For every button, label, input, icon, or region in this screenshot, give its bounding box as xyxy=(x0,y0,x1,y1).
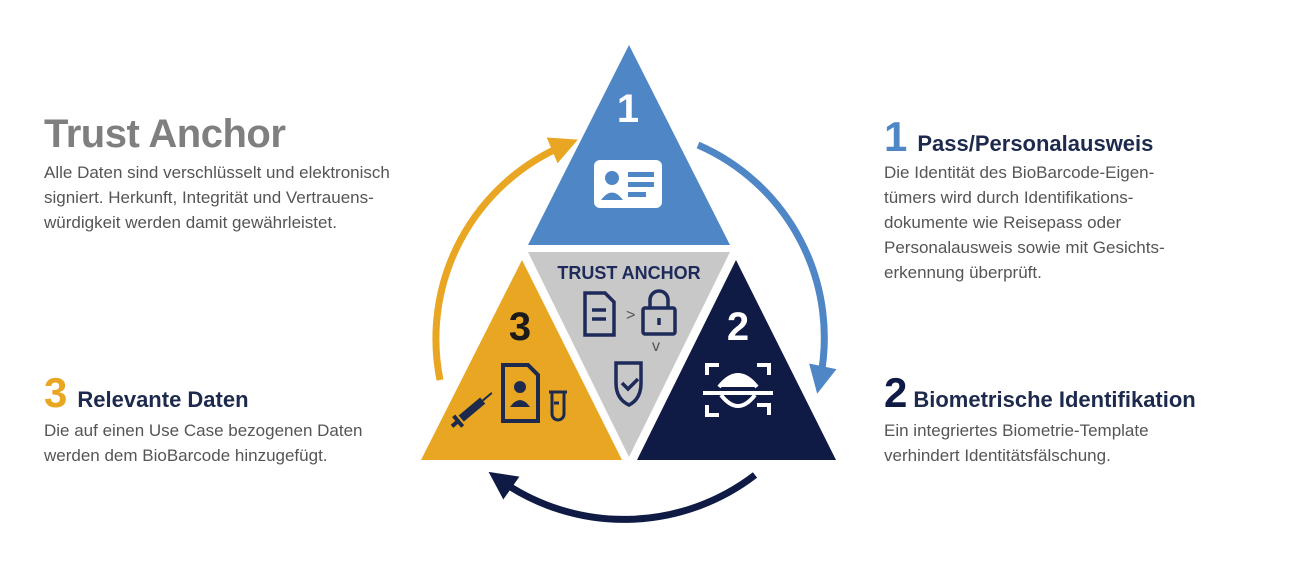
step1-line-2: tümers wird durch Identifikations- xyxy=(884,188,1134,207)
face-scan-icon xyxy=(703,363,773,417)
syringe-icon xyxy=(450,392,493,428)
step3-text: Die auf einen Use Case bezogenen Daten w… xyxy=(44,418,424,468)
step1-heading: 1 Pass/Personalausweis xyxy=(884,116,1284,158)
step1-line-3: dokumente wie Reisepass oder xyxy=(884,213,1122,232)
center-title: TRUST ANCHOR xyxy=(557,263,700,283)
shield-check-icon xyxy=(614,361,643,407)
trust-anchor-line-3: würdigkeit werden damit gewährleistet. xyxy=(44,213,337,232)
step1-title: Pass/Personalausweis xyxy=(917,131,1154,156)
step3-line-2: werden dem BioBarcode hinzugefügt. xyxy=(44,446,328,465)
step2-line-1: Ein integriertes Biometrie-Template xyxy=(884,421,1149,440)
step2-heading: 2 Biometrische Identifikation xyxy=(884,372,1284,414)
triangle-center xyxy=(528,252,730,457)
step2-title: Biometrische Identifikation xyxy=(913,387,1196,412)
step2-line-2: verhindert Identitätsfälschung. xyxy=(884,446,1111,465)
step1-line-1: Die Identität des BioBarcode-Eigen- xyxy=(884,163,1155,182)
arrow-down-glyph: v xyxy=(652,338,660,355)
step3-block: 3 Relevante Daten Die auf einen Use Case… xyxy=(44,372,424,468)
step1-line-4: Personalausweis sowie mit Gesichts- xyxy=(884,238,1165,257)
cycle-arrow-orange xyxy=(432,137,578,381)
trust-anchor-block: Trust Anchor Alle Daten sind verschlüsse… xyxy=(44,112,424,235)
document-icon xyxy=(583,291,616,337)
test-tube-icon xyxy=(549,390,567,422)
step1-line-5: erkennung überprüft. xyxy=(884,263,1042,282)
trust-anchor-line-1: Alle Daten sind verschlüsselt und elektr… xyxy=(44,163,390,182)
step3-line-1: Die auf einen Use Case bezogenen Daten xyxy=(44,421,363,440)
trust-anchor-line-2: signiert. Herkunft, Integrität und Vertr… xyxy=(44,188,374,207)
step2-block: 2 Biometrische Identifikation Ein integr… xyxy=(884,372,1284,468)
triangle-right xyxy=(637,260,836,460)
triangle-right-number: 2 xyxy=(727,305,749,349)
step2-number: 2 xyxy=(884,369,908,416)
step3-number: 3 xyxy=(44,369,68,416)
triangle-top xyxy=(528,45,730,245)
step3-heading: 3 Relevante Daten xyxy=(44,372,424,414)
step1-text: Die Identität des BioBarcode-Eigen- tüme… xyxy=(884,160,1284,285)
trust-anchor-diagram: 1 2 3 TRUST ANCHOR xyxy=(421,45,837,523)
step1-number: 1 xyxy=(884,113,908,160)
patient-document-icon xyxy=(501,363,540,423)
cycle-arrow-blue xyxy=(696,141,837,394)
padlock-icon xyxy=(641,289,677,336)
cycle-arrow-navy xyxy=(488,471,758,523)
step2-text: Ein integriertes Biometrie-Template verh… xyxy=(884,418,1284,468)
arrow-right-glyph: > xyxy=(626,307,635,324)
trust-anchor-text: Alle Daten sind verschlüsselt und elektr… xyxy=(44,160,424,235)
id-card-icon xyxy=(594,160,662,208)
triangle-left-number: 3 xyxy=(509,305,531,349)
trust-anchor-title: Trust Anchor xyxy=(44,112,286,156)
triangle-top-number: 1 xyxy=(617,87,639,131)
step3-title: Relevante Daten xyxy=(77,387,249,412)
step1-block: 1 Pass/Personalausweis Die Identität des… xyxy=(884,116,1284,285)
